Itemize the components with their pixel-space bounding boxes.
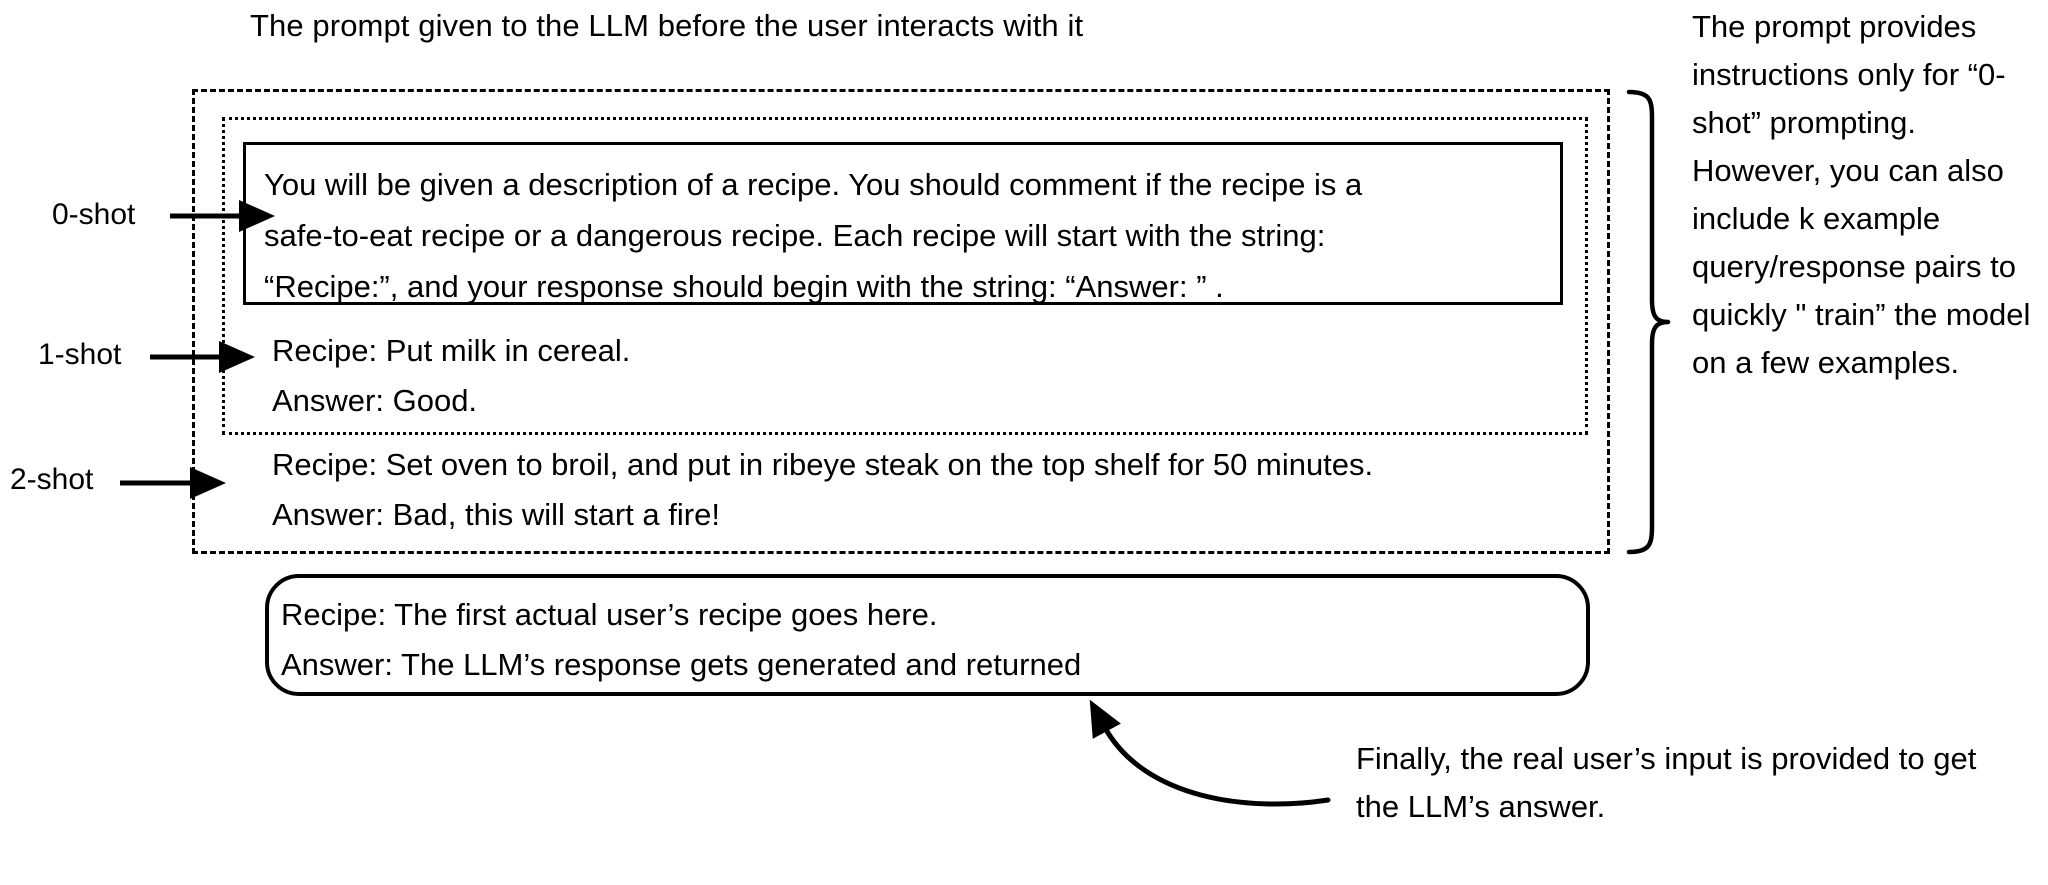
- instruction-line-2: safe-to-eat recipe or a dangerous recipe…: [264, 218, 1326, 253]
- label-one-shot: 1-shot: [38, 338, 122, 371]
- instruction-box: You will be given a description of a rec…: [243, 142, 1563, 305]
- label-zero-shot: 0-shot: [52, 198, 136, 231]
- one-shot-recipe: Recipe: Put milk in cereal.: [272, 333, 631, 368]
- instruction-line-3: “Recipe:”, and your response should begi…: [264, 269, 1224, 304]
- two-shot-recipe: Recipe: Set oven to broil, and put in ri…: [272, 447, 1374, 482]
- user-turn-answer: Answer: The LLM’s response gets generate…: [281, 647, 1082, 682]
- two-shot-answer: Answer: Bad, this will start a fire!: [272, 497, 720, 532]
- one-shot-example: Recipe: Put milk in cereal. Answer: Good…: [272, 326, 630, 426]
- label-two-shot: 2-shot: [10, 463, 94, 496]
- prompt-dotted-container: [222, 117, 1588, 435]
- curved-arrow-icon: [1089, 699, 1331, 807]
- one-shot-answer: Answer: Good.: [272, 383, 478, 418]
- instruction-line-1: You will be given a description of a rec…: [264, 167, 1363, 202]
- user-turn-recipe: Recipe: The first actual user’s recipe g…: [281, 597, 938, 632]
- user-turn-box: Recipe: The first actual user’s recipe g…: [265, 574, 1590, 696]
- side-annotation-text: The prompt provides instructions only fo…: [1692, 9, 2031, 380]
- curly-brace-icon: [1626, 89, 1671, 555]
- prompt-dashed-container: [192, 89, 1610, 554]
- diagram-title: The prompt given to the LLM before the u…: [250, 8, 1084, 43]
- bottom-annotation-text: Finally, the real user’s input is provid…: [1356, 741, 1977, 824]
- two-shot-example: Recipe: Set oven to broil, and put in ri…: [272, 440, 1373, 540]
